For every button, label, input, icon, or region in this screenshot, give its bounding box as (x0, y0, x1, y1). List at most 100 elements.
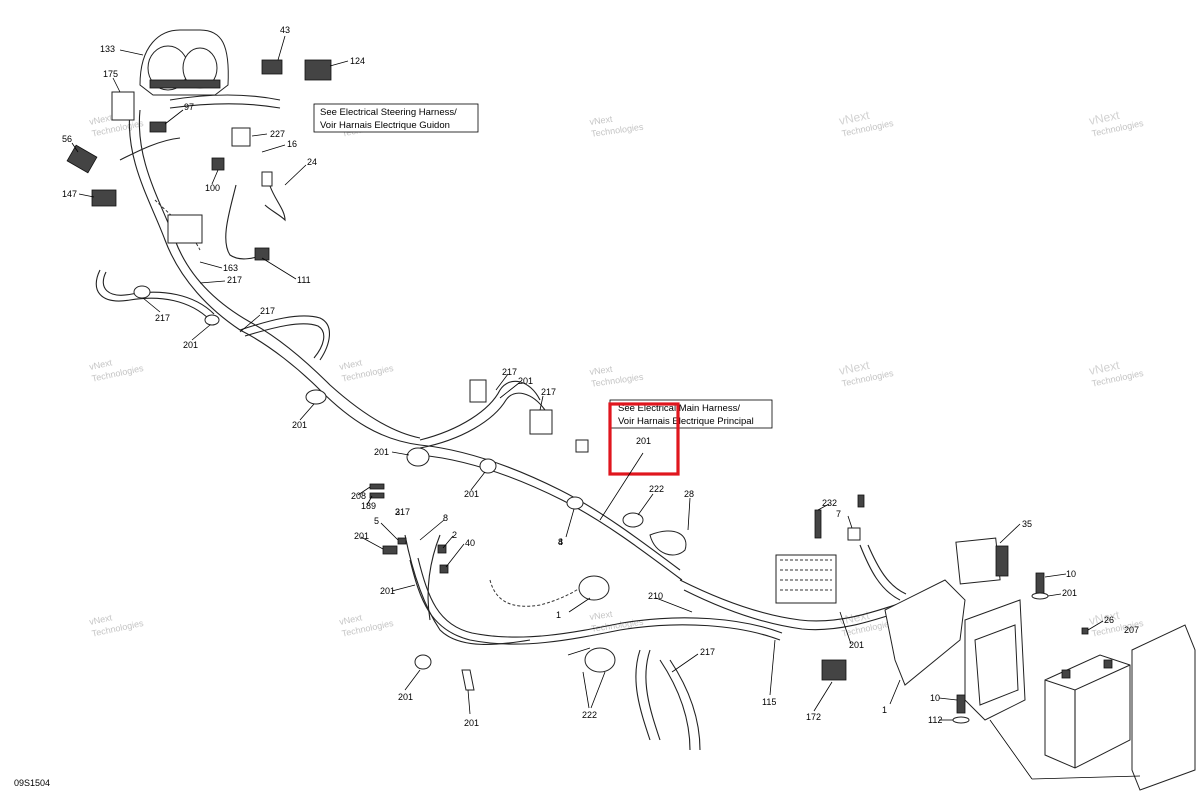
watermark-brand: vNext (838, 358, 872, 378)
callout-201: 201 (464, 718, 479, 728)
relay-icon (91, 189, 117, 207)
callout-208: 201 (464, 489, 479, 499)
instrument-cluster-icon (139, 29, 229, 96)
battery-icon (1044, 654, 1131, 769)
callout-3: 208 (351, 491, 366, 501)
battery-tray-icon (964, 599, 1026, 721)
clip-icon (584, 647, 616, 673)
watermark-brand: vNext (338, 612, 363, 627)
callout-40: 201 (380, 586, 395, 596)
bracket-icon (884, 579, 966, 686)
clip-icon (406, 447, 430, 467)
callout-222: 28 (684, 489, 694, 499)
clip-icon (649, 530, 687, 556)
callout-217: 217 (502, 367, 517, 377)
highlight-box (608, 402, 680, 476)
figure-code: 09S1504 (14, 778, 50, 788)
bolt-icon (1035, 572, 1045, 594)
callout-133: 133 (100, 44, 115, 54)
note-line: Voir Harnais Electrique Guidon (320, 120, 450, 131)
callout-10: 201 (1062, 588, 1077, 598)
clip-icon (566, 496, 584, 510)
bolt-icon (956, 694, 966, 714)
fuse-holder-icon (261, 171, 273, 187)
callout-1: 10 (930, 693, 940, 703)
callout-201: 222 (582, 710, 597, 720)
callout-232: 35 (1022, 519, 1032, 529)
nut-icon (439, 564, 449, 574)
callout-217: 217 (155, 313, 170, 323)
watermark-brand: vNext (589, 364, 614, 377)
watermark-brand: vNext (88, 112, 113, 127)
callout-4: 232 (822, 498, 837, 508)
washer-icon (952, 716, 970, 724)
note-line: Voir Harnais Electrique Principal (618, 416, 754, 427)
battery-holder-icon (1131, 624, 1196, 791)
callout-227: 227 (270, 129, 285, 139)
watermark-brand: vNext (88, 357, 113, 372)
callout-16: 16 (287, 139, 297, 149)
watermark-brand: vNext (1088, 108, 1122, 128)
callout-201: 222 (649, 484, 664, 494)
callout-189: 201 (636, 436, 651, 446)
plug-icon (261, 59, 283, 75)
bolt-icon (382, 545, 398, 555)
callout-43: 43 (280, 25, 290, 35)
callout-210: 26 (1104, 615, 1114, 625)
clip-icon (414, 654, 432, 670)
note-steering-harness: See Electrical Steering Harness/ Voir Ha… (313, 103, 479, 133)
watermark-brand: vNext (88, 612, 113, 627)
clip-icon (204, 314, 220, 326)
callout-115: 172 (806, 712, 821, 722)
callout-201: 201 (183, 340, 198, 350)
callout-201: 210 (648, 591, 663, 601)
fuse-icon (847, 527, 861, 541)
callout-10: 112 (928, 715, 942, 725)
nut-icon (437, 544, 447, 554)
callout-217: 201 (398, 692, 413, 702)
callout-201: 1 (556, 610, 561, 620)
callout-201: 201 (518, 376, 533, 386)
washer-icon (397, 537, 407, 545)
connector-icon (529, 409, 553, 435)
clip-icon (461, 669, 475, 691)
coil-wire-icon (264, 185, 286, 222)
callout-201: 4 (558, 537, 563, 547)
sensor-icon (149, 121, 167, 133)
callout-201: 8 (558, 537, 563, 547)
sensor-icon (231, 127, 251, 147)
bolt-icon (857, 494, 865, 508)
callout-201: 217 (700, 647, 715, 657)
callout-222: 115 (762, 697, 776, 707)
washer-icon (1031, 592, 1049, 600)
callout-56: 56 (62, 134, 72, 144)
callout-163: 163 (223, 263, 238, 273)
callout-1: 10 (1066, 569, 1076, 579)
callout-207: 201 (849, 640, 864, 650)
connector-icon (575, 439, 589, 453)
callout-5: 2 (452, 530, 457, 540)
callout-147: 147 (62, 189, 77, 199)
callout-8: 189 (361, 501, 376, 511)
callout-217: 217 (260, 306, 275, 316)
callout-100: 100 (205, 183, 220, 193)
callouts: 133 43 124 175 97 56 227 16 24 147 100 1… (62, 25, 1139, 728)
callout-24: 24 (307, 157, 317, 167)
watermark-brand: vNext (838, 108, 872, 128)
callout-201: 201 (374, 447, 389, 457)
leader-lines (71, 35, 1141, 780)
plug-icon (304, 59, 332, 81)
callout-201: 201 (292, 420, 307, 430)
watermark-brand: vNext (1088, 608, 1122, 628)
callout-2: 201 (354, 531, 369, 541)
callout-97: 97 (184, 102, 194, 112)
fuse-box-icon (775, 554, 837, 604)
callout-175: 175 (103, 69, 118, 79)
callout-8: 40 (465, 538, 475, 548)
note-line: See Electrical Steering Harness/ (320, 107, 457, 118)
watermark-brand: vNext (589, 114, 614, 127)
clip-icon (479, 458, 497, 474)
screw-icon (369, 492, 385, 499)
callout-217: 217 (395, 507, 410, 517)
